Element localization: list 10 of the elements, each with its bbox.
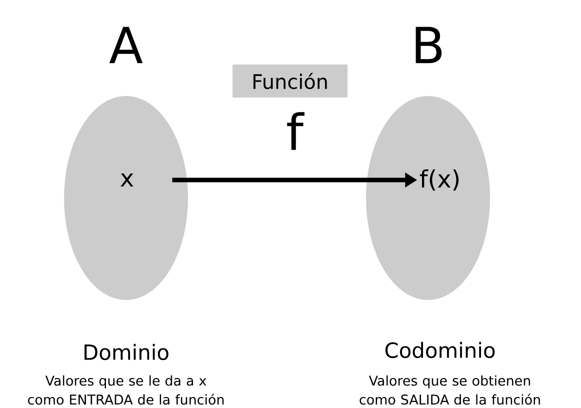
function-box: Función	[232, 64, 348, 98]
set-name: Dominio	[84, 344, 168, 360]
element-label: f(x)	[420, 169, 459, 191]
element-label: x	[120, 173, 134, 187]
set-letter: B	[416, 26, 442, 64]
set-name: Codominio	[385, 342, 495, 358]
set-letter: A	[109, 26, 143, 64]
description: Valores que se le da a x como ENTRADA de la función	[28, 375, 224, 405]
edge-label: f	[287, 112, 304, 150]
description: Valores que se obtienen como SALIDA de la función	[360, 375, 540, 405]
